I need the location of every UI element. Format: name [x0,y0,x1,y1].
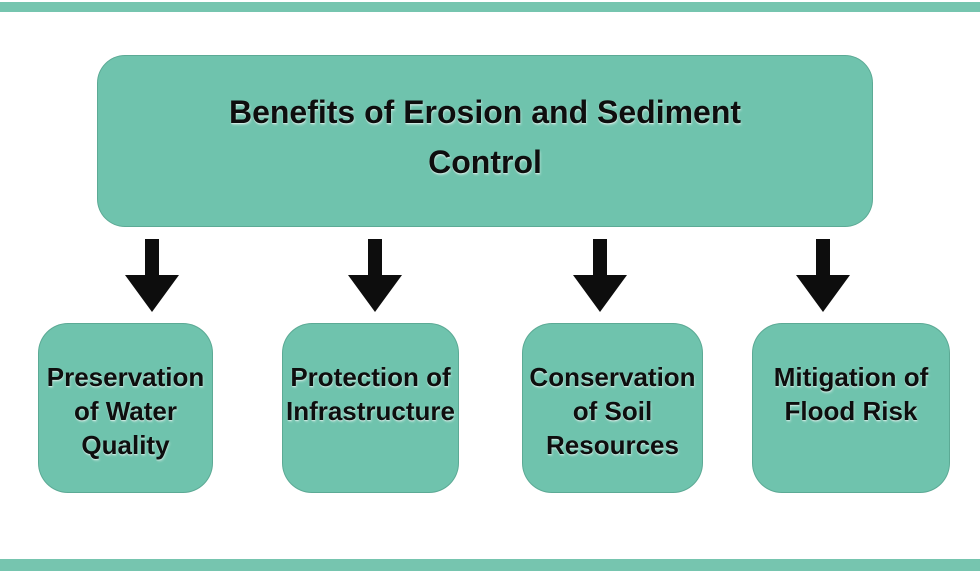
benefit-box-soil-resources: Conservation of Soil Resources [522,323,703,493]
down-arrow-icon [796,239,850,312]
benefit-box-flood-risk: Mitigation of Flood Risk [752,323,950,493]
benefit-label: Conservation of Soil Resources [529,362,696,460]
bottom-border-bar [0,559,980,571]
benefit-label: Preservation of Water Quality [46,362,205,460]
down-arrow-icon [125,239,179,312]
benefit-box-water-quality: Preservation of Water Quality [38,323,213,493]
top-border-bar [0,2,980,12]
benefit-label: Mitigation of Flood Risk [773,362,929,426]
benefit-box-infrastructure: Protection of Infrastructure [282,323,459,493]
benefit-label: Protection of Infrastructure [285,362,456,426]
down-arrow-icon [348,239,402,312]
diagram-title: Benefits of Erosion and Sediment Control [228,94,742,180]
title-box: Benefits of Erosion and Sediment Control [97,55,873,227]
down-arrow-icon [573,239,627,312]
